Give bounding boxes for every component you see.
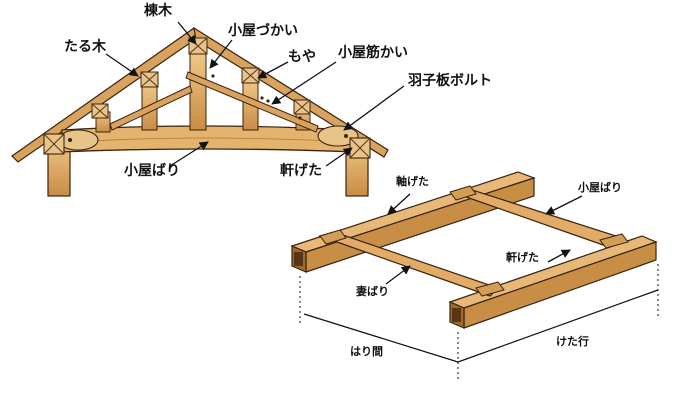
moya-cross-1 [140,71,159,88]
koya-sujikai-left [109,85,193,131]
label-munagi: 棟木 [144,3,172,19]
arrow-moya [257,61,289,79]
noki-geta-left-cross [43,133,65,155]
arrow-munagi [177,21,197,45]
label-koya-bari: 小屋ばり [124,163,180,179]
tsuma-bari-beam [318,231,500,297]
moya-cross-4 [293,99,311,115]
label-noki-geta: 軒げた [280,163,322,179]
moya-cross-2 [91,103,109,119]
label-tsuma-bari: 妻ばり [356,285,389,298]
joint-1 [319,229,347,245]
dimension-keta-yuki [457,289,659,363]
label-keta-yuki: けた行 [556,335,589,348]
arrow-noki-geta [325,147,353,167]
arrow-jiku-geta [387,193,411,215]
joint-3 [449,185,477,201]
arrow-tarugi [105,53,139,77]
label-koya-bari-2: 小屋ばり [578,181,622,194]
koya-sujikai-right [185,71,319,133]
label-hari-ma: はり間 [350,345,383,358]
moya-cross-3 [241,67,260,84]
roof-truss [11,21,405,197]
arrow-koya-sujikai [271,61,337,105]
floor-frame [290,171,659,382]
sujikai-nail-4 [298,116,302,120]
noki-geta-end-grain [452,308,461,322]
label-moya: もや [288,49,316,65]
arrow-koya-bari [169,141,209,167]
beam-grain-1 [89,137,331,142]
arrow-koya-bari-2 [545,195,583,215]
arrow-hagoita-bolt [343,85,405,131]
sujikai-nail-3 [266,99,270,103]
joint-4 [599,233,629,249]
label-hagoita-bolt: 羽子板ボルト [408,73,492,89]
bolt-left [68,138,72,142]
noki-geta-right-cross [349,137,371,159]
joint-2 [475,281,505,297]
purlin-ends [91,37,311,119]
dimension-hari-ma [303,313,459,363]
koya-zuka-center [189,51,207,131]
noki-geta-top [448,235,658,309]
label-koya-sujikai: 小屋筋かい [338,45,408,61]
arrow-koya-zukai [209,39,233,69]
jiku-geta-end-grain [294,252,303,266]
label-noki-geta-2: 軒げた [506,251,539,264]
bolt-right [344,134,348,138]
jiku-geta-side [305,177,535,273]
sujikai-nail-2 [260,96,264,100]
sujikai-nail-1 [211,74,215,78]
label-tarugi: たる木 [64,39,106,55]
arrow-tsuma-bari [385,265,411,285]
label-koya-zukai: 小屋づかい [228,23,298,39]
koya-bari-beam-2 [450,187,618,247]
hagoita-plate-right [317,125,359,147]
arrow-noki-geta-2 [547,249,571,263]
label-jiku-geta: 軸げた [396,175,429,188]
